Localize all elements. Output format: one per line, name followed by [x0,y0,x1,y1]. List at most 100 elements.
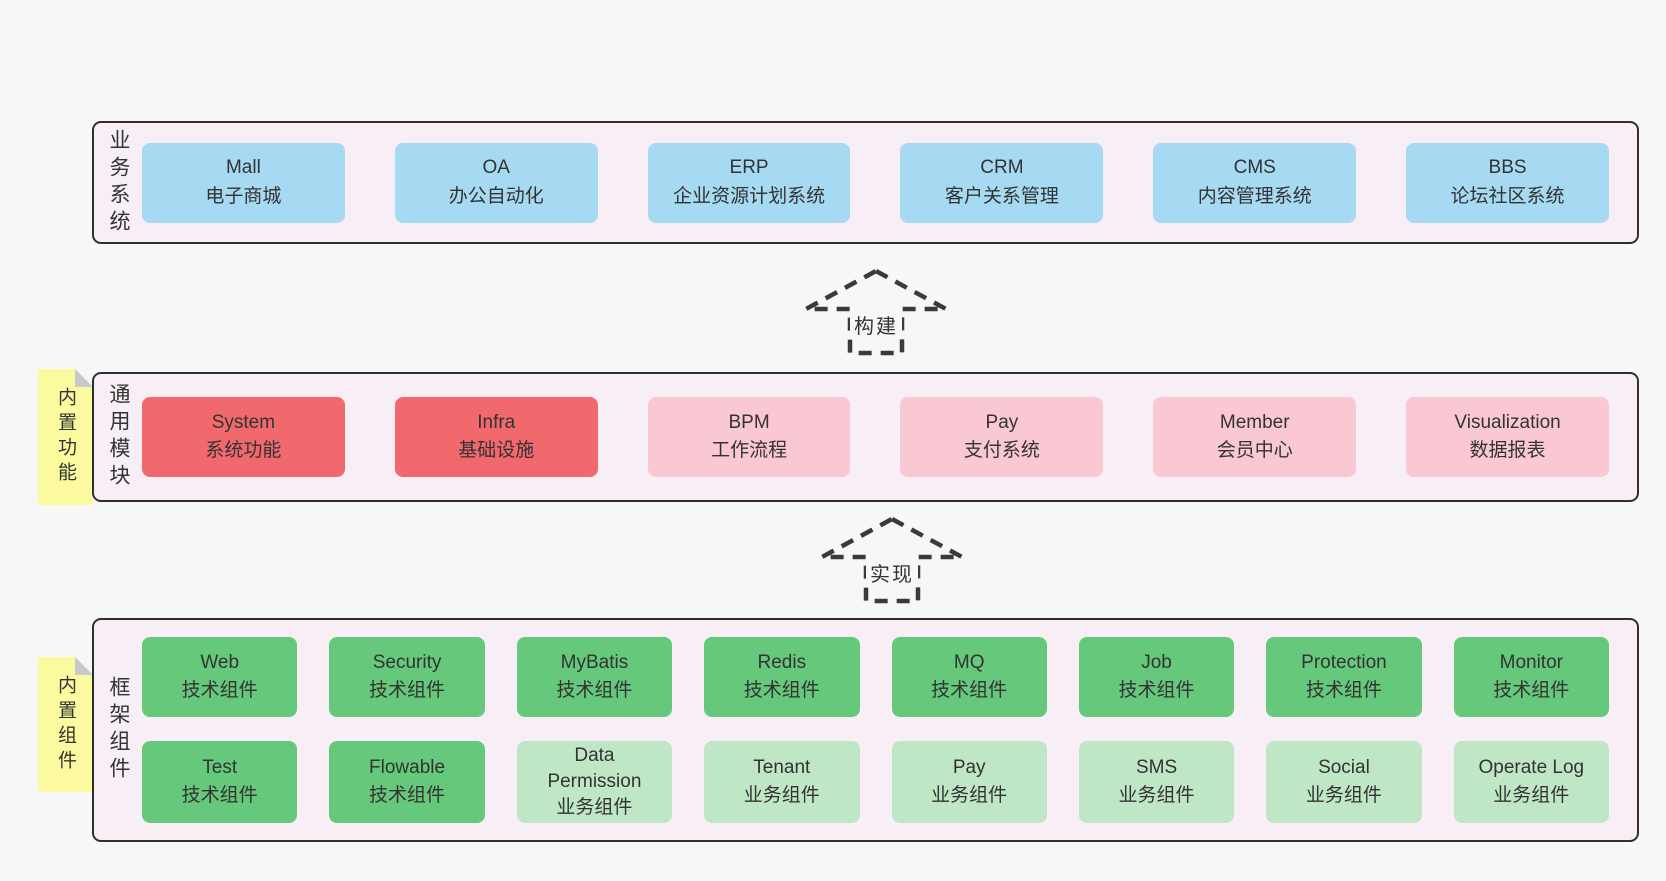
box-title: Mall [225,157,261,178]
box-title: Operate Log [1478,756,1585,778]
framework-box-grid: Web 技术组件 Security 技术组件 MyBatis 技术组件 Redi… [142,620,1637,840]
box-title: Tenant [753,756,811,778]
box-monitor: Monitor 技术组件 [1453,637,1609,717]
box-subtitle: 论坛社区系统 [1450,185,1565,207]
layer-label-business: 业务系统 [107,128,130,237]
framework-row-2: Test 技术组件 Flowable 技术组件 Data Permission … [142,741,1609,823]
box-subtitle: 系统功能 [205,440,282,461]
modules-box-row: System 系统功能 Infra 基础设施 BPM 工作流程 Pay 支付系统… [142,374,1637,500]
box-subtitle: 业务组件 [1118,785,1195,806]
box-title: CRM [980,157,1024,178]
box-oa: OA 办公自动化 [394,142,598,223]
box-member: Member 会员中心 [1153,397,1357,477]
box-title: SMS [1135,756,1178,778]
box-title: Web [200,651,240,673]
box-subtitle: 技术组件 [181,680,258,701]
arrow-build-label: 构建 [850,310,902,339]
box-erp: ERP 企业资源计划系统 [647,142,851,223]
box-system: System 系统功能 [142,397,345,477]
layer-label-framework: 框架组件 [107,676,130,784]
box-security: Security 技术组件 [329,637,485,717]
box-subtitle: 业务组件 [743,785,820,806]
box-protection: Protection 技术组件 [1266,637,1422,717]
layer-label-modules: 通用模块 [107,383,130,491]
arrow-implement-label: 实现 [866,558,918,587]
box-job: Job 技术组件 [1078,637,1235,717]
box-test: Test 技术组件 [142,741,298,823]
box-data-permission: Data Permission 业务组件 [516,741,673,823]
box-web: Web 技术组件 [142,637,298,717]
sticky-note-text: 内置组件 [55,674,76,775]
arrow-build: 构建 [803,268,949,356]
box-title: BPM [728,411,770,433]
box-social: Social 业务组件 [1266,741,1422,823]
box-title: Social [1318,756,1370,778]
box-sms: SMS 业务组件 [1078,741,1235,823]
box-tenant: Tenant 业务组件 [704,741,860,823]
framework-row-1: Web 技术组件 Security 技术组件 MyBatis 技术组件 Redi… [142,637,1609,717]
box-subtitle: 技术组件 [1493,680,1570,701]
box-title: Pay [985,411,1019,433]
box-subtitle: 业务组件 [1305,785,1382,806]
box-crm: CRM 客户关系管理 [900,142,1104,223]
box-title: Flowable [369,756,446,778]
box-title: Member [1219,411,1290,433]
box-mybatis: MyBatis 技术组件 [516,637,673,717]
box-subtitle: 内容管理系统 [1197,185,1312,207]
box-subtitle: 电子商城 [205,185,282,207]
box-subtitle: 技术组件 [1305,680,1382,701]
box-bbs: BBS 论坛社区系统 [1406,142,1609,223]
box-mq: MQ 技术组件 [891,637,1047,717]
box-subtitle: 技术组件 [556,680,633,701]
box-title: Monitor [1499,651,1563,673]
box-subtitle: 客户关系管理 [944,185,1059,207]
layer-common-modules: 通用模块 System 系统功能 Infra 基础设施 BPM 工作流程 Pay… [92,372,1639,502]
box-title: Security [372,651,442,673]
box-bpm: BPM 工作流程 [647,397,851,477]
box-title: Redis [757,651,807,673]
box-subtitle: 基础设施 [458,440,535,461]
box-infra: Infra 基础设施 [394,397,598,477]
box-subtitle: 数据报表 [1469,440,1546,461]
layer-framework-components: 框架组件 Web 技术组件 Security 技术组件 MyBatis 技术组件… [92,618,1639,842]
folded-corner-icon [75,369,93,387]
box-mall: Mall 电子商城 [142,142,345,223]
box-title: Job [1141,651,1172,673]
sticky-note-built-in-component: 内置组件 [38,657,93,792]
box-title: MyBatis [560,651,629,673]
box-title: Pay [952,756,986,778]
box-flowable: Flowable 技术组件 [329,741,485,823]
box-title: BBS [1488,157,1527,178]
box-title: System [211,411,276,433]
box-title: Protection [1301,651,1387,673]
box-subtitle: 技术组件 [743,680,820,701]
box-cms: CMS 内容管理系统 [1153,142,1357,223]
box-subtitle: 技术组件 [181,785,258,806]
box-title: Visualization [1454,411,1561,433]
box-subtitle: 会员中心 [1216,440,1293,461]
box-title: ERP [729,157,769,178]
box-title: Test [202,756,238,778]
box-title: OA [482,157,510,178]
box-subtitle: 支付系统 [963,440,1040,461]
box-subtitle: 技术组件 [369,785,446,806]
box-subtitle: 技术组件 [931,680,1008,701]
box-subtitle: 工作流程 [711,440,788,461]
box-visualization: Visualization 数据报表 [1406,397,1609,477]
box-subtitle: 技术组件 [369,680,446,701]
box-pay-biz: Pay 业务组件 [891,741,1047,823]
box-subtitle: 业务组件 [1493,785,1570,806]
box-operate-log: Operate Log 业务组件 [1453,741,1609,823]
box-subtitle: 技术组件 [1118,680,1195,701]
box-redis: Redis 技术组件 [704,637,860,717]
box-subtitle: 办公自动化 [448,185,544,207]
box-subtitle: 业务组件 [931,785,1008,806]
layer-business-systems: 业务系统 Mall 电子商城 OA 办公自动化 ERP 企业资源计划系统 CRM… [92,121,1639,244]
box-title: Infra [477,411,516,433]
folded-corner-icon [75,657,93,675]
box-pay: Pay 支付系统 [900,397,1104,477]
sticky-note-built-in-function: 内置功能 [38,369,93,505]
box-title: MQ [953,651,985,673]
box-subtitle: 企业资源计划系统 [673,185,826,207]
